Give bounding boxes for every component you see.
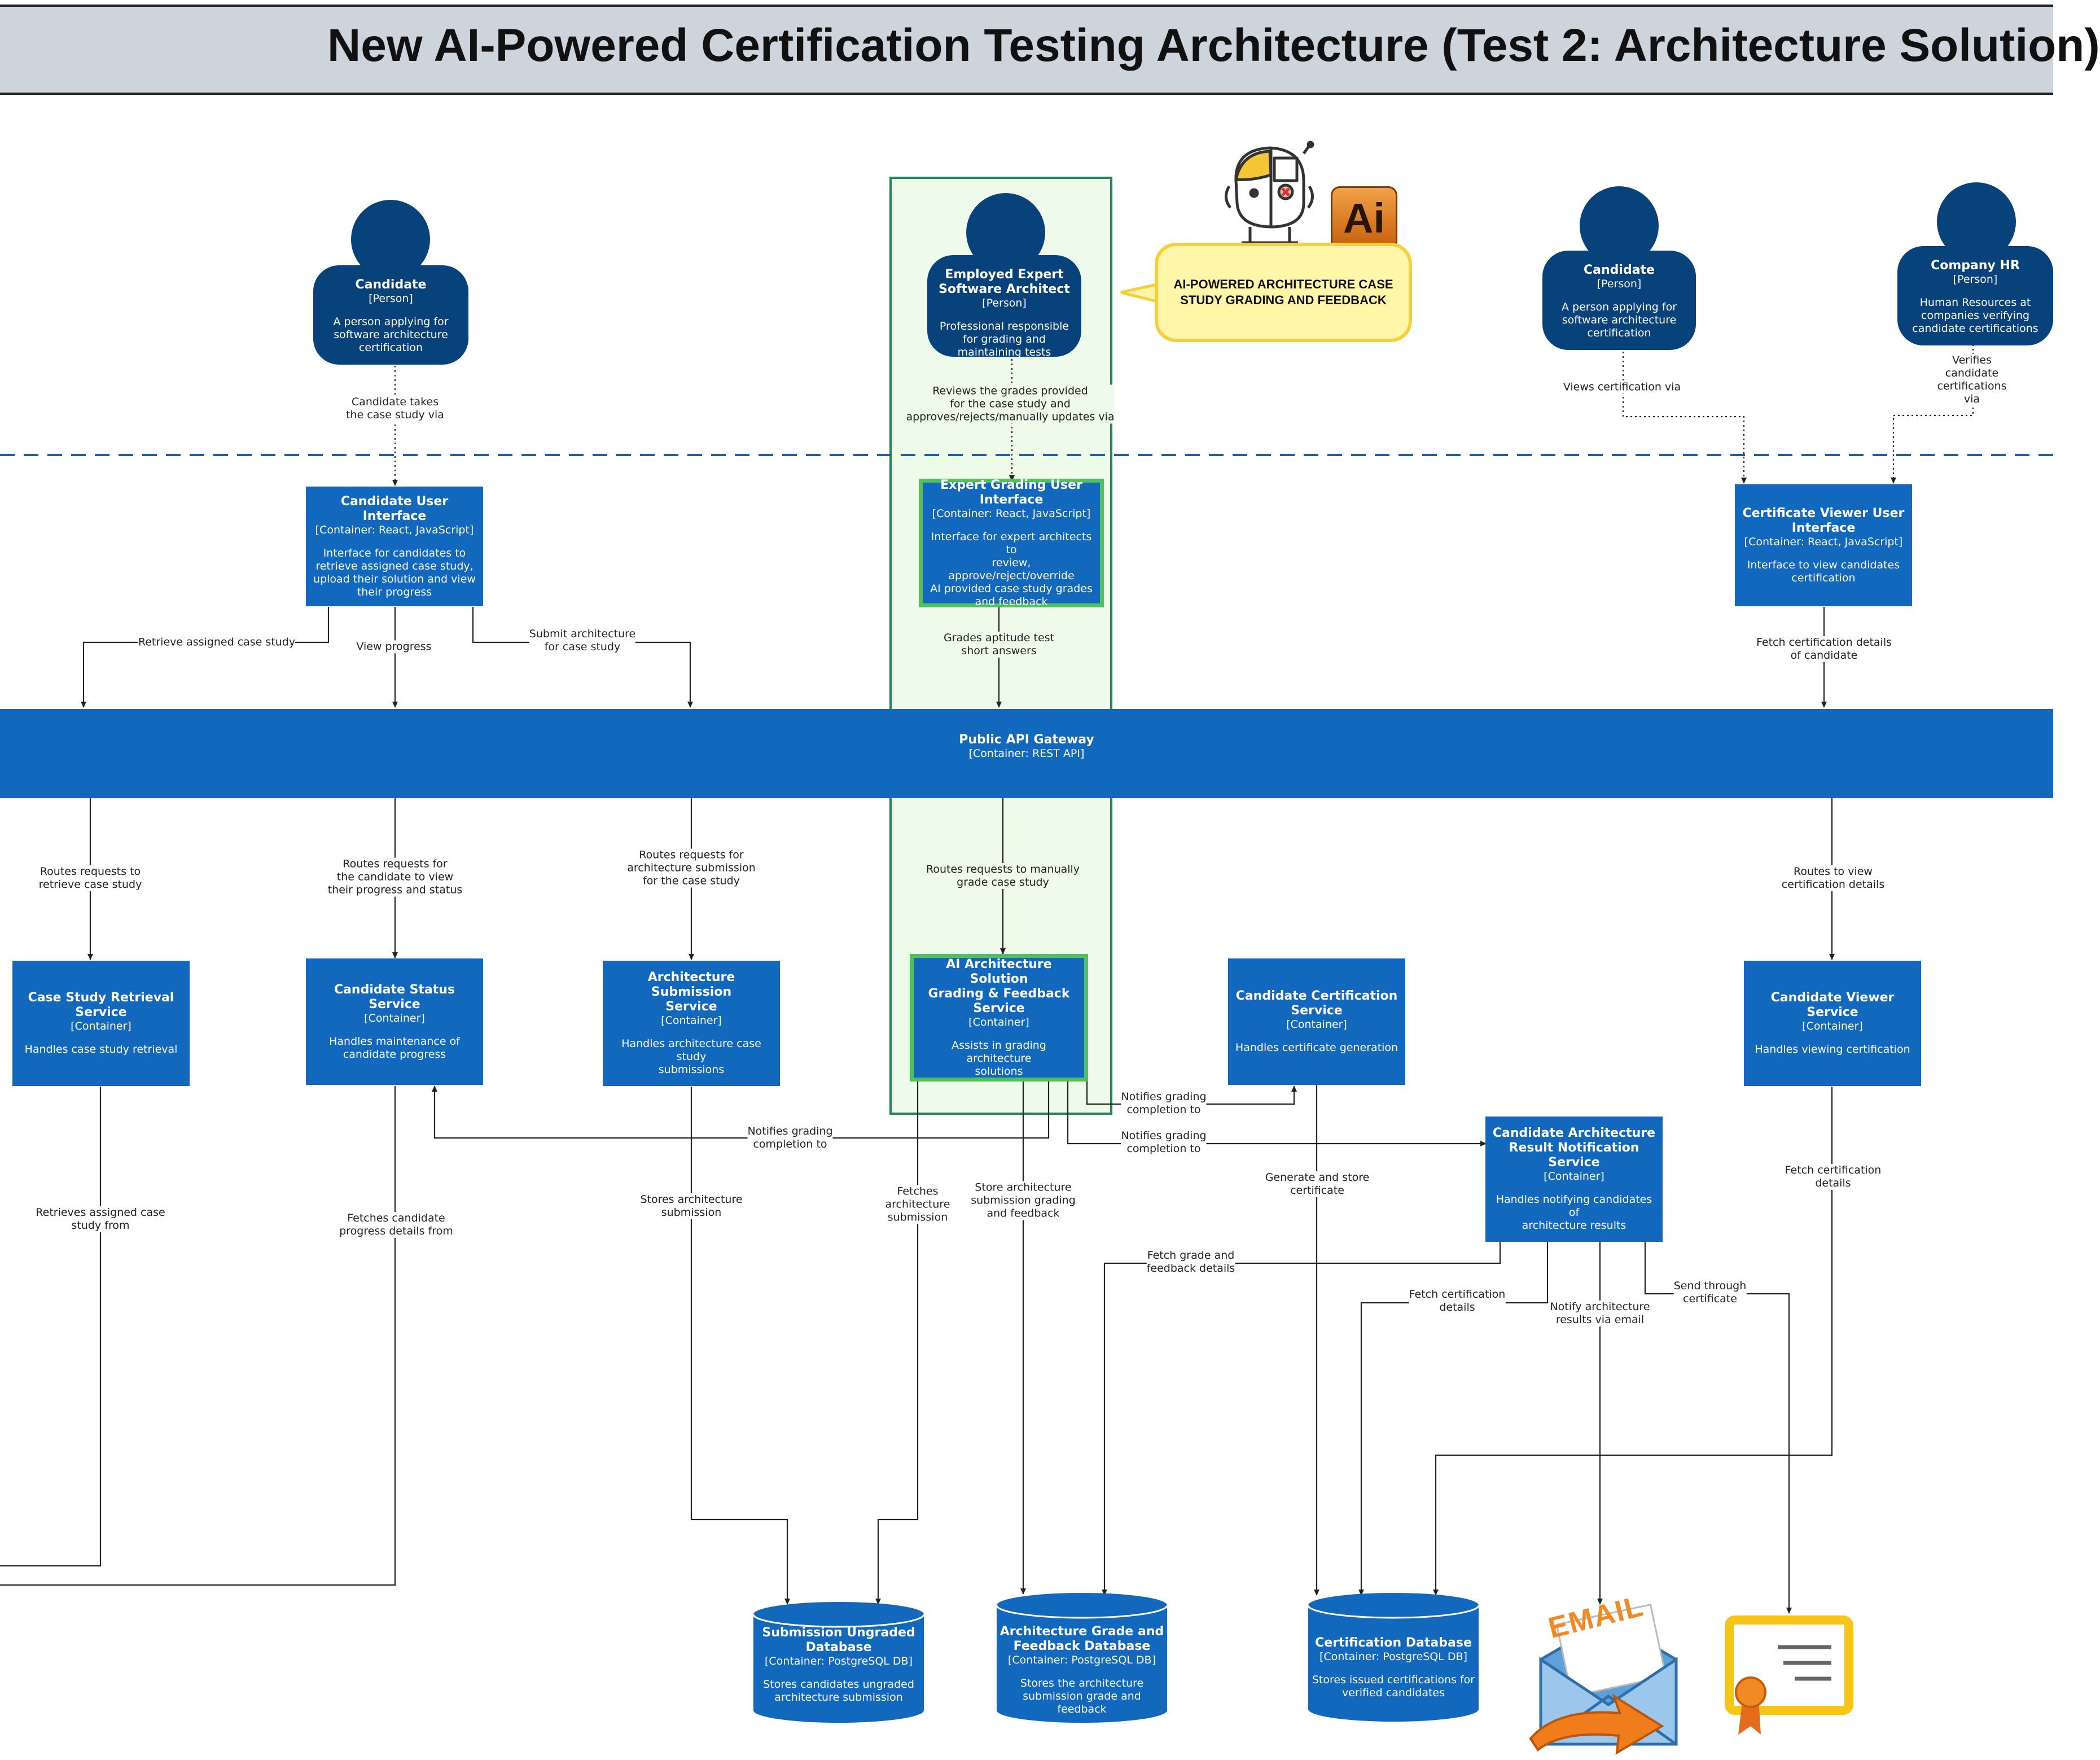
edge-retrieval-left — [0, 1087, 102, 1567]
label-candidate-takes: Candidate takes the case study via — [346, 396, 444, 422]
person-company-hr: Company HR [Person] Human Resources at c… — [1897, 246, 2053, 345]
label-notifies-cert: Notifies grading completion to — [1121, 1091, 1207, 1117]
label-fetch-cert-viewer: Fetch certification details — [1785, 1164, 1882, 1190]
label-views-cert: Views certification via — [1563, 380, 1681, 394]
label-retrieve-case: Retrieve assigned case study — [138, 636, 296, 649]
edge-ui-submit — [472, 607, 693, 708]
label-view-progress: View progress — [356, 640, 432, 654]
label-verifies-cert: Verifies candidate certifications via — [1931, 354, 2013, 406]
ai-grading-callout: AI-POWERED ARCHITECTURE CASE STUDY GRADI… — [1155, 243, 1412, 342]
title-bar: New AI-Powered Certification Testing Arc… — [0, 5, 2100, 95]
label-grades-aptitude: Grades aptitude test short answers — [943, 632, 1055, 658]
certificate-icon — [1725, 1615, 1853, 1735]
label-retrieves-assigned: Retrieves assigned case study from — [36, 1206, 165, 1232]
label-fetch-grade-feedback: Fetch grade and feedback details — [1146, 1249, 1235, 1275]
label-routes-submission: Routes requests for architecture submiss… — [627, 848, 756, 888]
callout-tail — [1120, 283, 1158, 303]
edge-candidate-right-to-viewer — [1622, 347, 1747, 484]
edge-ai-notify-result — [1067, 1081, 1487, 1146]
architecture-submission-service[interactable]: Architecture Submission Service [Contain… — [603, 961, 780, 1086]
label-fetch-cert-ui: Fetch certification details of candidate — [1756, 636, 1892, 662]
candidate-certification-service[interactable]: Candidate Certification Service [Contain… — [1228, 958, 1405, 1085]
edge-result-fetch-grade — [1102, 1242, 1501, 1596]
database-cylinder-shape — [1307, 1593, 1480, 1722]
edge-ai-fetch-submission — [875, 1081, 919, 1605]
person-candidate-right: Candidate [Person] A person applying for… — [1542, 251, 1696, 350]
robot-icon — [1225, 141, 1314, 244]
certification-database[interactable]: Certification Database [Container: Postg… — [1307, 1593, 1480, 1722]
edge-ui-retrieve — [81, 607, 330, 708]
label-generate-store-cert: Generate and store certificate — [1265, 1171, 1370, 1197]
label-fetches-submission: Fetches architecture submission — [885, 1185, 950, 1224]
label-stores-submission: Stores architecture submission — [640, 1193, 743, 1219]
case-study-retrieval-service[interactable]: Case Study Retrieval Service [Container]… — [12, 961, 190, 1086]
candidate-viewer-service[interactable]: Candidate Viewer Service [Container] Han… — [1744, 961, 1921, 1086]
label-routes-view-cert: Routes to view certification details — [1781, 865, 1885, 891]
label-fetches-progress: Fetches candidate progress details from — [339, 1212, 453, 1238]
edge-status-left — [0, 1086, 396, 1586]
label-routes-progress: Routes requests for the candidate to vie… — [327, 857, 463, 897]
result-notification-service[interactable]: Candidate Architecture Result Notificati… — [1485, 1117, 1663, 1242]
database-cylinder-shape — [996, 1593, 1168, 1723]
database-cylinder-shape — [752, 1602, 925, 1723]
label-notifies-result: Notifies grading completion to — [1121, 1129, 1207, 1155]
person-expert: Employed Expert Software Architect [Pers… — [927, 255, 1081, 358]
edge-submission-db — [690, 1087, 790, 1605]
edge-viewer-certdb — [1433, 1087, 1833, 1596]
certificate-viewer-user-interface[interactable]: Certificate Viewer User Interface [Conta… — [1735, 484, 1912, 606]
label-reviews-grades: Reviews the grades provided for the case… — [906, 384, 1115, 424]
ai-grading-feedback-service[interactable]: AI Architecture Solution Grading & Feedb… — [910, 954, 1088, 1082]
label-fetch-cert-db: Fetch certification details — [1409, 1288, 1506, 1314]
candidate-status-service[interactable]: Candidate Status Service [Container] Han… — [306, 958, 483, 1085]
ai-logo-badge: Ai — [1331, 186, 1397, 251]
public-api-gateway[interactable]: Public API Gateway [Container: REST API] — [0, 709, 2053, 798]
submission-ungraded-database[interactable]: Submission Ungraded Database [Container:… — [752, 1602, 925, 1723]
architecture-grade-feedback-database[interactable]: Architecture Grade and Feedback Database… — [996, 1593, 1168, 1723]
label-store-grading: Store architecture submission grading an… — [971, 1181, 1076, 1220]
label-routes-manual-grade: Routes requests to manually grade case s… — [926, 863, 1080, 889]
email-envelope-icon — [1529, 1603, 1678, 1755]
label-notify-email: Notify architecture results via email — [1550, 1301, 1650, 1326]
person-candidate-left: Candidate [Person] A person applying for… — [313, 265, 468, 365]
candidate-user-interface[interactable]: Candidate User Interface [Container: Rea… — [306, 487, 483, 606]
label-send-certificate: Send through certificate — [1673, 1280, 1747, 1306]
label-notifies-status: Notifies grading completion to — [747, 1125, 833, 1151]
page-title: New AI-Powered Certification Testing Arc… — [327, 20, 2100, 71]
label-submit-arch: Submit architecture for case study — [529, 628, 636, 654]
label-routes-retrieve: Routes requests to retrieve case study — [38, 865, 142, 891]
edge-ai-notify-status — [432, 1081, 1050, 1139]
expert-grading-user-interface[interactable]: Expert Grading User Interface [Container… — [919, 478, 1104, 608]
